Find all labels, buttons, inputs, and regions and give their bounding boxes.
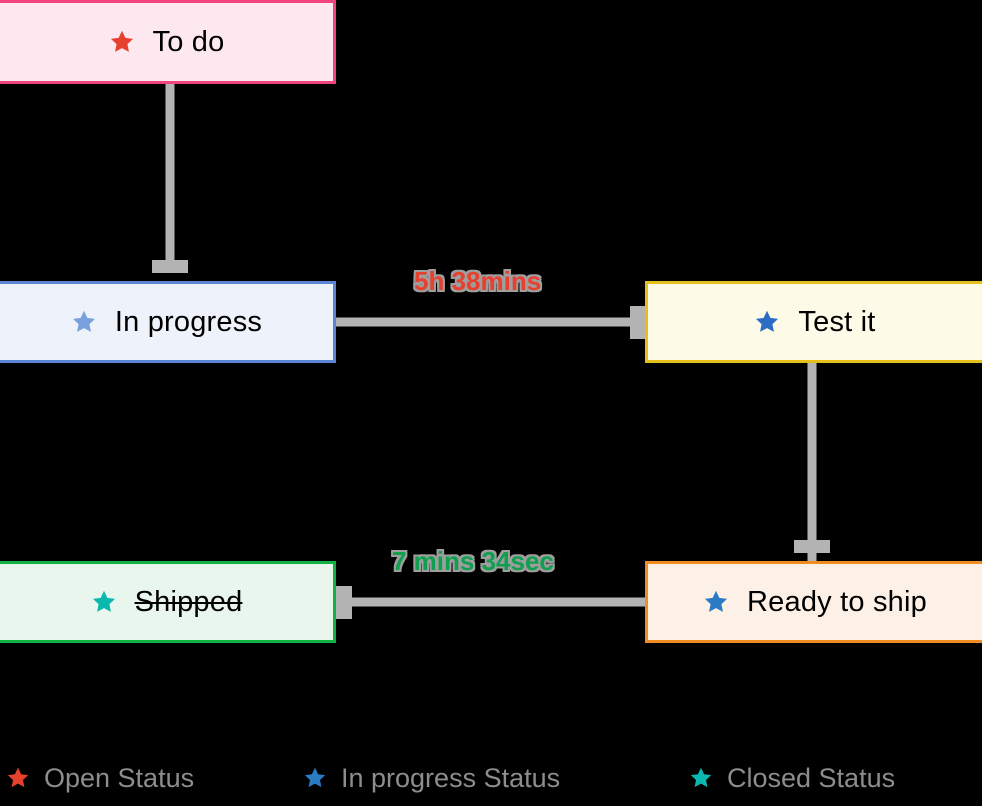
node-label-testit: Test it (798, 305, 876, 338)
legend-label-in-progress: In progress Status (341, 762, 561, 793)
node-inprogress[interactable]: In progress (0, 281, 336, 363)
edge-label-inprogress-to-testit: 5h 38mins (414, 266, 542, 296)
node-label-todo: To do (152, 25, 225, 58)
star-icon (91, 589, 117, 615)
legend-item-open[interactable]: Open Status (6, 763, 194, 794)
node-todo[interactable]: To do (0, 0, 336, 84)
edge-inprogress-to-testit (336, 306, 646, 339)
star-icon (109, 29, 135, 55)
edge-todo-to-inprogress (152, 82, 188, 273)
star-icon (754, 309, 780, 335)
star-icon (703, 589, 729, 615)
node-label-shipped: Shipped (134, 585, 243, 618)
node-readytoship[interactable]: Ready to ship (645, 561, 982, 643)
edge-label-readytoship-to-shipped: 7 mins 34sec (392, 546, 554, 576)
edge-readytoship-to-shipped (336, 586, 646, 619)
node-label-readytoship: Ready to ship (747, 585, 927, 618)
star-icon (71, 309, 97, 335)
star-icon (303, 766, 327, 790)
node-shipped[interactable]: Shipped (0, 561, 336, 643)
legend-label-open: Open Status (44, 762, 195, 793)
edge-testit-to-readytoship (794, 362, 830, 562)
legend-item-closed[interactable]: Closed Status (689, 763, 895, 794)
legend: Open Status In progress Status Closed St… (0, 750, 982, 806)
star-icon (6, 766, 30, 790)
legend-item-in-progress[interactable]: In progress Status (303, 763, 560, 794)
node-label-inprogress: In progress (114, 305, 263, 338)
star-icon (689, 766, 713, 790)
legend-label-closed: Closed Status (727, 762, 896, 793)
node-testit[interactable]: Test it (645, 281, 982, 363)
